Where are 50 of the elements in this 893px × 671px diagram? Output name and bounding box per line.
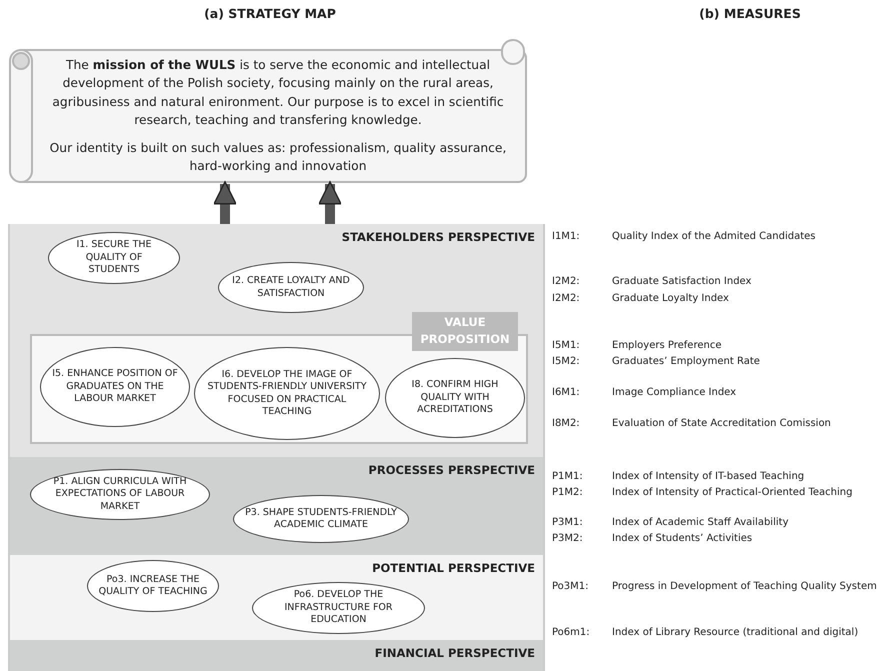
measure-name: Index of Library Resource (traditional and digital) <box>612 627 858 638</box>
block-arrow <box>318 181 342 224</box>
measure-name: Graduate Satisfaction Index <box>612 276 752 287</box>
measure-name: Graduate Loyalty Index <box>612 293 729 304</box>
panel-heading: (b) MEASURES <box>699 6 801 21</box>
measure-name: Employers Preference <box>612 340 722 351</box>
measure-code: I1M1: <box>552 231 580 242</box>
objective-ellipse: I6. DEVELOP THE IMAGE OF STUDENTS-FRIENDLY UNIVERSITY FOCUSED ON PRACTICAL TEACHING <box>194 347 380 440</box>
objective-ellipse: I8. CONFIRM HIGH QUALITY WITH ACREDITATIONS <box>385 358 525 438</box>
objective-ellipse: I2. CREATE LOYALTY AND SATISFACTION <box>218 262 364 313</box>
objective-ellipse: Po3. INCREASE THE QUALITY OF TEACHING <box>87 560 219 612</box>
objective-ellipse: P3. SHAPE STUDENTS-FRIENDLY ACADEMIC CLIMATE <box>233 495 409 543</box>
perspective-band <box>8 640 545 671</box>
perspective-band <box>8 224 545 457</box>
measure-code: I5M1: <box>552 340 580 351</box>
measure-name: Progress in Development of Teaching Quality System <box>612 581 877 592</box>
objective-ellipse: P1. ALIGN CURRICULA WITH EXPECTATIONS OF LABOUR MARKET <box>30 469 210 520</box>
mission-text: Our identity is built on such values as: professionalism, quality assurance, hard-working and innovation <box>48 140 508 176</box>
measure-code: P3M1: <box>552 517 583 528</box>
measure-code: Po6m1: <box>552 627 590 638</box>
measure-name: Image Compliance Index <box>612 387 736 398</box>
perspective-band <box>8 555 545 640</box>
measure-name: Index of Academic Staff Availability <box>612 517 788 528</box>
section-heading: PROCESSES PERSPECTIVE <box>368 463 535 477</box>
measure-code: I5M2: <box>552 356 580 367</box>
measure-name: Index of Intensity of IT-based Teaching <box>612 471 804 482</box>
measure-name: Quality Index of the Admited Candidates <box>612 231 816 242</box>
objective-ellipse: Po6. DEVELOP THE INFRASTRUCTURE FOR EDUCATION <box>252 582 425 634</box>
block-arrow <box>213 181 237 224</box>
section-tag: VALUE PROPOSITION <box>412 312 518 351</box>
measure-name: Index of Students’ Activities <box>612 533 752 544</box>
panel-heading: (a) STRATEGY MAP <box>204 6 336 21</box>
mission-text: The mission of the WULS is to serve the economic and intellectual development of the Polish society, focusing mainly on the rural areas, agribusiness and natural enironment. Our purpose is to excel in scientific research, teaching and transfering knowledge. <box>51 57 505 130</box>
measure-code: I2M2: <box>552 293 580 304</box>
objective-ellipse: I5. ENHANCE POSITION OF GRADUATES ON THE LABOUR MARKET <box>40 347 190 427</box>
measure-code: I2M2: <box>552 276 580 287</box>
measure-name: Index of Intensity of Practical-Oriented Teaching <box>612 487 852 498</box>
measure-name: Evaluation of State Accreditation Comission <box>612 418 831 429</box>
perspective-band <box>8 457 545 555</box>
objective-ellipse: I1. SECURE THE QUALITY OF STUDENTS <box>48 232 180 284</box>
measure-code: I8M2: <box>552 418 580 429</box>
section-heading: POTENTIAL PERSPECTIVE <box>372 561 535 575</box>
section-heading: STAKEHOLDERS PERSPECTIVE <box>342 230 535 244</box>
measure-code: P3M2: <box>552 533 583 544</box>
measure-code: I6M1: <box>552 387 580 398</box>
measure-name: Graduates’ Employment Rate <box>612 356 760 367</box>
section-heading: FINANCIAL PERSPECTIVE <box>374 646 535 660</box>
measure-code: P1M1: <box>552 471 583 482</box>
measure-code: Po3M1: <box>552 581 589 592</box>
measure-code: P1M2: <box>552 487 583 498</box>
